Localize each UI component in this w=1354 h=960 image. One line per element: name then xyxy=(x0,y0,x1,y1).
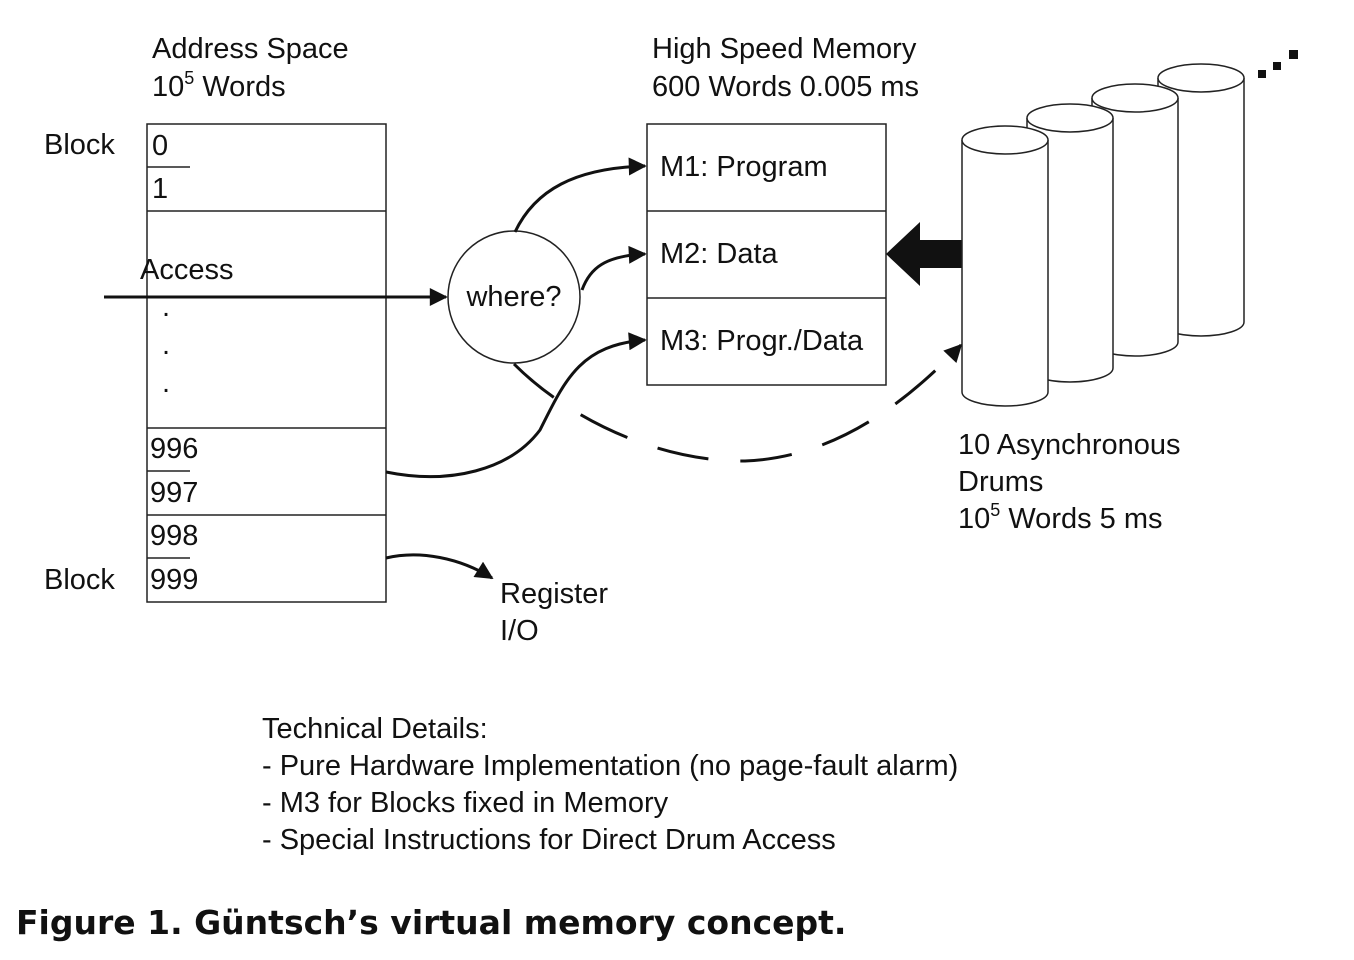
where-label: where? xyxy=(465,281,561,313)
arrow-to-register xyxy=(385,553,494,580)
ellipsis-dot: . xyxy=(162,329,170,361)
hsm-row-m1: M1: Program xyxy=(660,151,828,183)
figure-caption: Figure 1. Güntsch’s virtual memory conce… xyxy=(16,903,846,942)
tech-detail-item: - Special Instructions for Direct Drum A… xyxy=(262,824,836,856)
arrow-to-m1 xyxy=(513,157,647,233)
cell-block-997: 997 xyxy=(150,477,198,509)
drums-line1: 10 Asynchronous xyxy=(958,429,1180,461)
block-label-bottom: Block xyxy=(44,564,115,596)
hsm-table xyxy=(646,123,887,386)
drum-icon xyxy=(961,125,1049,407)
address-space-table xyxy=(146,123,387,603)
hsm-row-m2: M2: Data xyxy=(660,238,779,270)
drums-spec: 105 Words 5 ms xyxy=(958,500,1163,535)
cell-block-999: 999 xyxy=(150,564,198,596)
cell-block-1: 1 xyxy=(152,173,168,205)
register-label: Register xyxy=(500,578,608,610)
ellipsis-dot: . xyxy=(162,291,170,323)
tech-details-heading: Technical Details: xyxy=(262,713,488,745)
drums-stack xyxy=(961,63,1245,407)
cell-block-998: 998 xyxy=(150,520,198,552)
arrow-to-m2 xyxy=(580,245,647,291)
cell-block-0: 0 xyxy=(152,130,168,162)
dashed-arrow-to-drums xyxy=(512,343,963,463)
address-space-size: 105 Words xyxy=(152,68,286,103)
cell-block-996: 996 xyxy=(150,433,198,465)
hsm-row-m3: M3: Progr./Data xyxy=(660,325,864,357)
drum-icon xyxy=(1157,63,1245,337)
access-label: Access xyxy=(140,254,233,286)
ellipsis-dot: . xyxy=(162,367,170,399)
hsm-spec: 600 Words 0.005 ms xyxy=(652,71,919,103)
tech-detail-item: - Pure Hardware Implementation (no page-… xyxy=(262,750,958,782)
address-space-title: Address Space xyxy=(152,33,349,65)
arrow-block-to-m3 xyxy=(385,332,647,479)
more-drums-icon xyxy=(1258,50,1298,78)
block-label-top: Block xyxy=(44,129,115,161)
tech-detail-item: - M3 for Blocks fixed in Memory xyxy=(262,787,669,819)
hsm-title: High Speed Memory xyxy=(652,33,917,65)
io-label: I/O xyxy=(500,615,539,647)
drums-line2: Drums xyxy=(958,466,1043,498)
